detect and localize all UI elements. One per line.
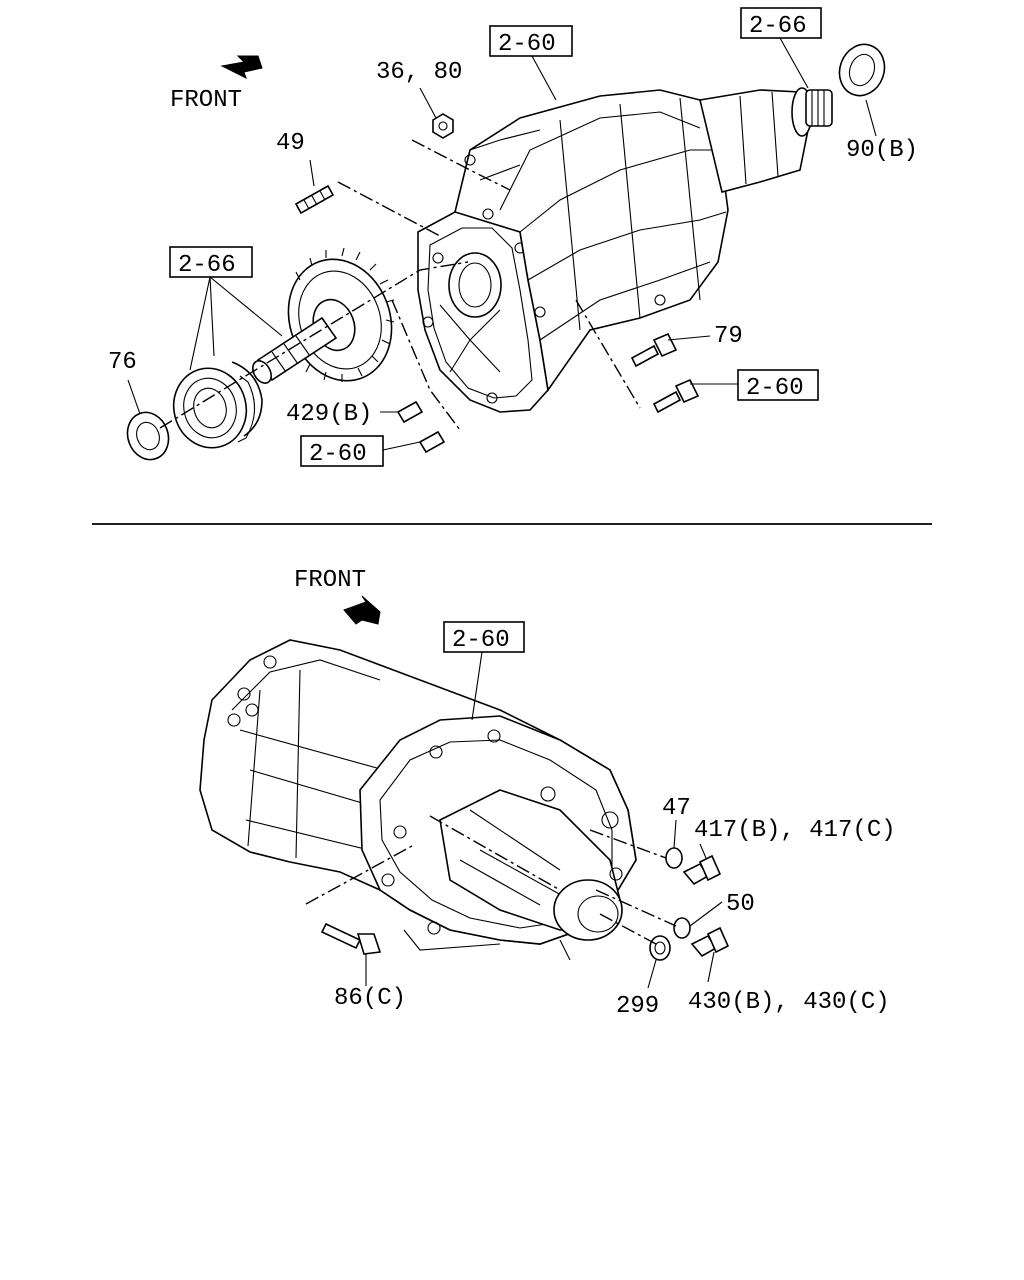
plug-bolt-430[interactable]	[690, 926, 730, 958]
label-50: 50	[726, 891, 755, 918]
ref-box-top-left[interactable]	[489, 25, 573, 57]
label-36-80: 36, 80	[376, 59, 462, 86]
ref-box-mid-left[interactable]	[169, 246, 253, 278]
o-ring-47[interactable]	[665, 847, 683, 869]
front-arrow-icon	[220, 55, 263, 79]
bolt-2-60[interactable]	[652, 378, 700, 414]
o-ring-50[interactable]	[673, 917, 691, 939]
plug-bolt-417[interactable]	[682, 854, 722, 886]
label-430: 430(B), 430(C)	[688, 989, 890, 1016]
label-76: 76	[108, 349, 137, 376]
nut-36-80[interactable]	[432, 113, 454, 139]
label-86c: 86(C)	[334, 985, 406, 1012]
bolt-79[interactable]	[630, 332, 678, 368]
front-label-top: FRONT	[170, 87, 242, 114]
ref-box-mid-left-text: 2-66	[178, 252, 236, 279]
oil-seal-76[interactable]	[121, 407, 175, 466]
label-49: 49	[276, 130, 305, 157]
oil-seal-90b[interactable]	[832, 38, 891, 102]
snap-ring[interactable]	[231, 361, 263, 437]
bearing[interactable]	[165, 360, 256, 456]
front-label-bottom: FRONT	[294, 567, 366, 594]
label-429b: 429(B)	[286, 401, 372, 428]
front-arrow-icon-bottom	[343, 595, 381, 625]
ref-box-top-right[interactable]	[740, 7, 822, 39]
ref-box-bottom[interactable]	[300, 435, 384, 467]
label-417: 417(B), 417(C)	[694, 817, 896, 844]
ref-box-bottom-text: 2-60	[309, 441, 367, 468]
label-90b: 90(B)	[846, 137, 918, 164]
bottom-section: FRONT 2-60 47 417(B), 417(C) 50 86(C) 29…	[199, 567, 896, 1020]
label-47: 47	[662, 795, 691, 822]
dowel-pin-lower[interactable]	[418, 430, 446, 454]
ref-box-top-right-text: 2-66	[749, 13, 807, 40]
oil-seal-299[interactable]	[649, 935, 671, 961]
label-299: 299	[616, 993, 659, 1020]
transfer-case-housing-bottom	[199, 639, 637, 961]
ref-box-bolt-text: 2-60	[746, 375, 804, 402]
ref-box-center[interactable]	[443, 621, 525, 653]
bolt-86c[interactable]	[320, 922, 382, 955]
ref-box-top-left-text: 2-60	[498, 31, 556, 58]
transfer-case-housing-top	[417, 87, 833, 413]
ref-box-bolt[interactable]	[737, 369, 819, 401]
gear-shaft-assembly[interactable]	[249, 245, 408, 396]
dowel-pin-429b[interactable]	[396, 400, 424, 424]
top-section: FRONT 2-60 2-66 2-66 2-60 2-60 36, 80 49…	[108, 7, 918, 468]
label-79: 79	[714, 323, 743, 350]
ref-box-center-text: 2-60	[452, 627, 510, 654]
stud-49[interactable]	[294, 184, 335, 215]
